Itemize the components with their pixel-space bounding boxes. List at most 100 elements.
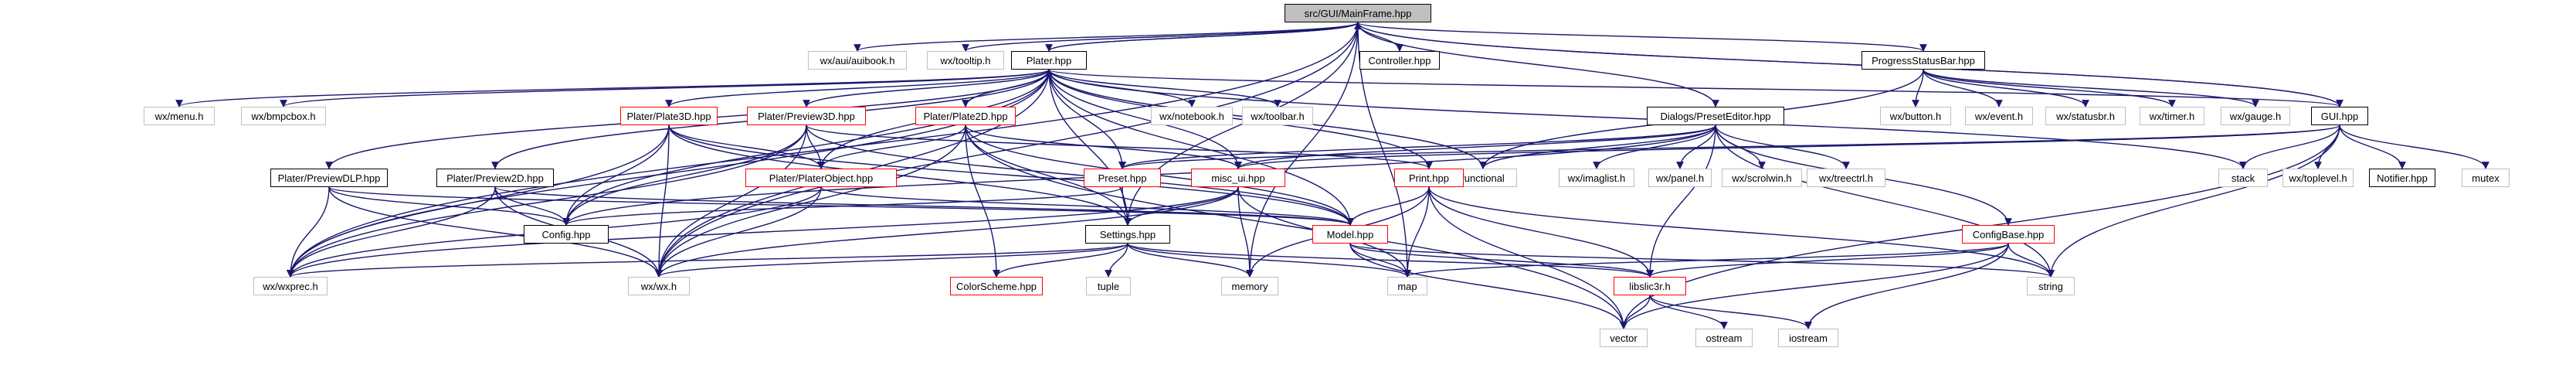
node-notifier-hpp[interactable]: Notifier.hpp: [2369, 169, 2435, 187]
edge-progress-to-button: [1912, 69, 1924, 107]
edge-configbase-to-libslic3r: [1646, 243, 2009, 278]
node-iostream: iostream: [1778, 329, 1838, 347]
edge-miscui-to-wxwx: [655, 186, 1239, 278]
node-model-hpp[interactable]: Model.hpp: [1312, 225, 1388, 244]
edge-gui-to-stack: [2239, 124, 2340, 169]
node-plater-platerobject-hpp[interactable]: Plater/PlaterObject.hpp: [745, 169, 897, 187]
node-string: string: [2027, 277, 2075, 295]
edge-gui-to-mutex: [2339, 124, 2489, 169]
edge-preview3d-to-print: [806, 124, 1433, 169]
node-wx-statusbr-h: wx/statusbr.h: [2045, 107, 2126, 125]
edge-previewdlp-to-wxwx: [328, 186, 663, 278]
node-wx-aui-auibook-h: wx/aui/auibook.h: [808, 51, 907, 70]
node-dialogs-preseteditor-hpp[interactable]: Dialogs/PresetEditor.hpp: [1647, 107, 1784, 125]
node-libslic3r-h[interactable]: libslic3r.h: [1614, 277, 1686, 295]
node-map: map: [1387, 277, 1427, 295]
node-wx-tooltip-h: wx/tooltip.h: [927, 51, 1004, 70]
edge-libslic3r-to-vector: [1620, 295, 1651, 329]
edge-dialogs-to-miscui: [1234, 124, 1716, 169]
node-memory: memory: [1221, 277, 1278, 295]
edge-progress-to-gauge: [1923, 69, 2259, 107]
node-wx-wxprec-h: wx/wxprec.h: [253, 277, 328, 295]
node-wx-gauge-h: wx/gauge.h: [2221, 107, 2290, 125]
edge-root-to-wxprec: [287, 22, 1359, 278]
node-wx-scrolwin-h: wx/scrolwin.h: [1722, 169, 1802, 187]
node-wx-menu-h: wx/menu.h: [144, 107, 215, 125]
node-plater-hpp[interactable]: Plater.hpp: [1011, 51, 1087, 70]
edge-progress-to-statusbr: [1923, 69, 2089, 107]
edge-print-to-model: [1346, 186, 1430, 226]
node-wx-toplevel-h: wx/toplevel.h: [2282, 169, 2354, 187]
edge-root-to-wxwx: [655, 22, 1359, 278]
edge-settings-to-tuple: [1105, 243, 1128, 278]
edge-plater-to-preview3d: [803, 69, 1050, 107]
edge-configbase-to-string: [2008, 243, 2055, 278]
edge-plater-to-preset: [1048, 69, 1126, 169]
edge-previewdlp-to-config: [328, 186, 570, 226]
node-gui-hpp[interactable]: GUI.hpp: [2311, 107, 2368, 125]
node-configbase-hpp[interactable]: ConfigBase.hpp: [1962, 225, 2055, 244]
edge-progress-to-timer: [1923, 69, 2176, 107]
edge-settings-to-colorscheme: [993, 243, 1128, 278]
edge-miscui-to-settings: [1124, 186, 1239, 226]
edge-gui-to-miscui: [1234, 124, 2340, 169]
edge-dialogs-to-imaglist: [1593, 124, 1716, 169]
node-vector: vector: [1600, 329, 1648, 347]
node-controller-hpp[interactable]: Controller.hpp: [1359, 51, 1440, 70]
node-progressstatusbar-hpp[interactable]: ProgressStatusBar.hpp: [1862, 51, 1985, 70]
node-plater-previewdlp-hpp[interactable]: Plater/PreviewDLP.hpp: [270, 169, 388, 187]
edge-gui-to-preset: [1118, 124, 2340, 169]
node-misc-ui-hpp[interactable]: misc_ui.hpp: [1191, 169, 1285, 187]
edge-settings-to-memory: [1127, 243, 1254, 278]
edge-dialogs-to-treectrl: [1715, 124, 1850, 169]
edge-preset-to-config: [562, 186, 1123, 226]
node-preset-hpp[interactable]: Preset.hpp: [1084, 169, 1161, 187]
edge-dialogs-to-libslic3r: [1646, 124, 1716, 278]
node-settings-hpp[interactable]: Settings.hpp: [1085, 225, 1170, 244]
edge-plate2d-to-platerobject: [817, 124, 966, 169]
node-wx-notebook-h: wx/notebook.h: [1151, 107, 1233, 125]
edge-print-to-map: [1403, 186, 1430, 278]
edge-print-to-libslic3r: [1428, 186, 1654, 278]
edge-settings-to-map: [1127, 243, 1411, 278]
edge-plater-to-bmpcbox: [280, 69, 1050, 107]
node-plater-preview2d-hpp[interactable]: Plater/Preview2D.hpp: [436, 169, 554, 187]
edge-root-to-tooltip: [962, 22, 1359, 52]
edge-previewdlp-to-wxprec: [287, 186, 330, 278]
node-wx-imaglist-h: wx/imaglist.h: [1559, 169, 1634, 187]
edge-dialogs-to-preset: [1118, 124, 1716, 169]
edge-configbase-to-vector: [1620, 243, 2009, 329]
edge-model-to-vector: [1349, 243, 1627, 329]
edge-miscui-to-wxprec: [287, 186, 1239, 278]
edge-plate2d-to-vector: [965, 124, 1627, 329]
edge-plate2d-to-miscui: [965, 124, 1242, 169]
edge-layer: [175, 22, 2489, 329]
node-print-hpp[interactable]: Print.hpp: [1394, 169, 1464, 187]
node-mainframe-hpp[interactable]: src/GUI/MainFrame.hpp: [1285, 4, 1431, 22]
edge-configbase-to-iostream: [1804, 243, 2009, 329]
edge-plate3d-to-wxwx: [655, 124, 670, 278]
node-plater-plate2d-hpp[interactable]: Plater/Plate2D.hpp: [915, 107, 1016, 125]
edge-plate3d-to-wxprec: [287, 124, 670, 278]
edge-settings-to-wxprec: [287, 243, 1128, 278]
edge-print-to-vector: [1428, 186, 1627, 329]
node-plater-preview3d-hpp[interactable]: Plater/Preview3D.hpp: [747, 107, 866, 125]
edge-plate3d-to-config: [562, 124, 670, 226]
edge-plate2d-to-plater: [965, 69, 1053, 107]
edge-plater-to-toolbar: [1048, 69, 1281, 107]
edge-plate3d-to-platerobject: [668, 124, 825, 169]
edge-plater-to-model: [1048, 69, 1354, 226]
edge-settings-to-libslic3r: [1127, 243, 1654, 278]
node-ostream: ostream: [1695, 329, 1753, 347]
edge-root-to-dialogs: [1357, 22, 1719, 107]
node-plater-plate3d-hpp[interactable]: Plater/Plate3D.hpp: [620, 107, 718, 125]
edge-libslic3r-to-iostream: [1649, 295, 1812, 329]
node-config-hpp[interactable]: Config.hpp: [524, 225, 609, 244]
edge-gui-to-notifier: [2339, 124, 2406, 169]
edge-plater-to-gui: [1048, 69, 2344, 107]
edge-root-to-progress: [1357, 22, 1927, 52]
edge-dialogs-to-functional: [1479, 124, 1716, 169]
node-colorscheme-hpp[interactable]: ColorScheme.hpp: [950, 277, 1043, 295]
edge-root-to-aui: [854, 22, 1359, 52]
